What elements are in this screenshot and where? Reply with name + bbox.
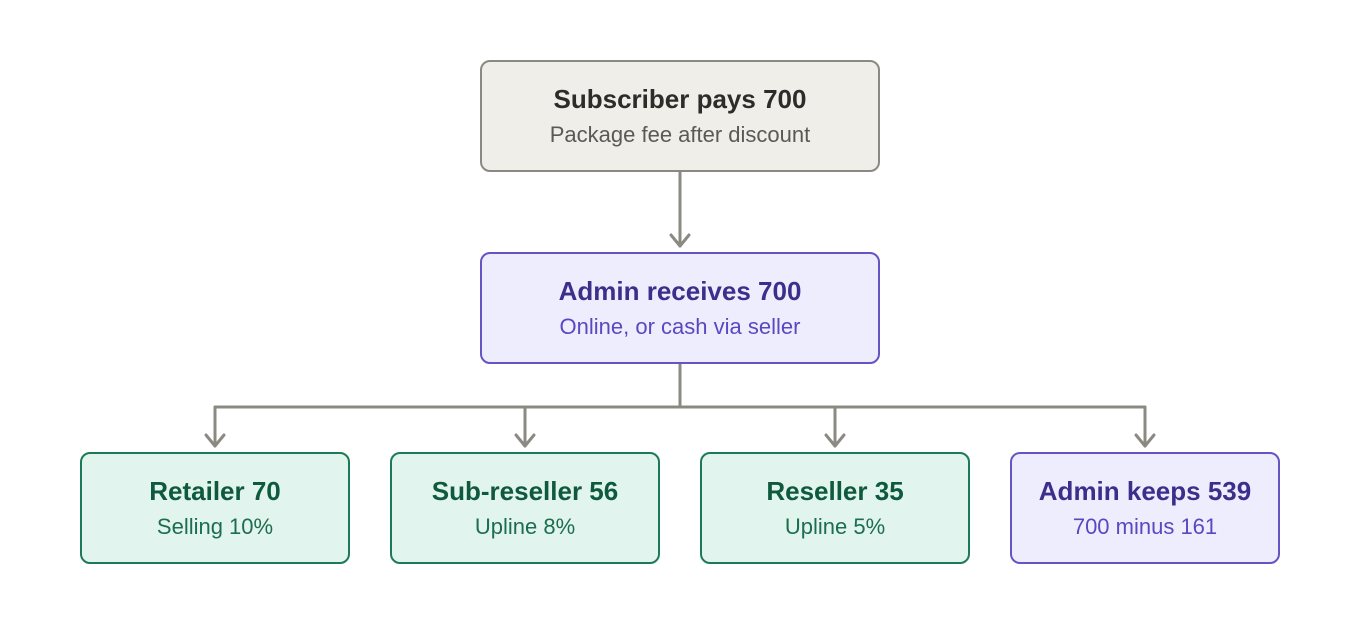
- admin-receives-title: Admin receives 700: [558, 276, 802, 306]
- arrowhead-retailer: [204, 433, 226, 448]
- retailer-subtitle: Selling 10%: [156, 514, 274, 539]
- reseller-title: Reseller 35: [766, 476, 904, 506]
- subscriber-node: Subscriber pays 700 Package fee after di…: [480, 60, 880, 172]
- admin-receives-node: Admin receives 700 Online, or cash via s…: [480, 252, 880, 364]
- admin-receives-subtitle: Online, or cash via seller: [559, 314, 801, 339]
- admin-keeps-title: Admin keeps 539: [1038, 476, 1252, 506]
- arrowhead-admin: [669, 233, 691, 248]
- arrowhead-reseller: [824, 433, 846, 448]
- subscriber-subtitle: Package fee after discount: [549, 122, 811, 147]
- sub-reseller-title: Sub-reseller 56: [431, 476, 619, 506]
- admin-keeps-subtitle: 700 minus 161: [1072, 514, 1218, 539]
- subscriber-title: Subscriber pays 700: [553, 84, 807, 114]
- reseller-subtitle: Upline 5%: [784, 514, 886, 539]
- sub-reseller-node: Sub-reseller 56 Upline 8%: [390, 452, 660, 564]
- arrowhead-admin-keeps: [1134, 433, 1156, 448]
- reseller-node: Reseller 35 Upline 5%: [700, 452, 970, 564]
- admin-keeps-node: Admin keeps 539 700 minus 161: [1010, 452, 1280, 564]
- retailer-title: Retailer 70: [149, 476, 281, 506]
- arrowhead-sub-reseller: [514, 433, 536, 448]
- retailer-node: Retailer 70 Selling 10%: [80, 452, 350, 564]
- sub-reseller-subtitle: Upline 8%: [474, 514, 576, 539]
